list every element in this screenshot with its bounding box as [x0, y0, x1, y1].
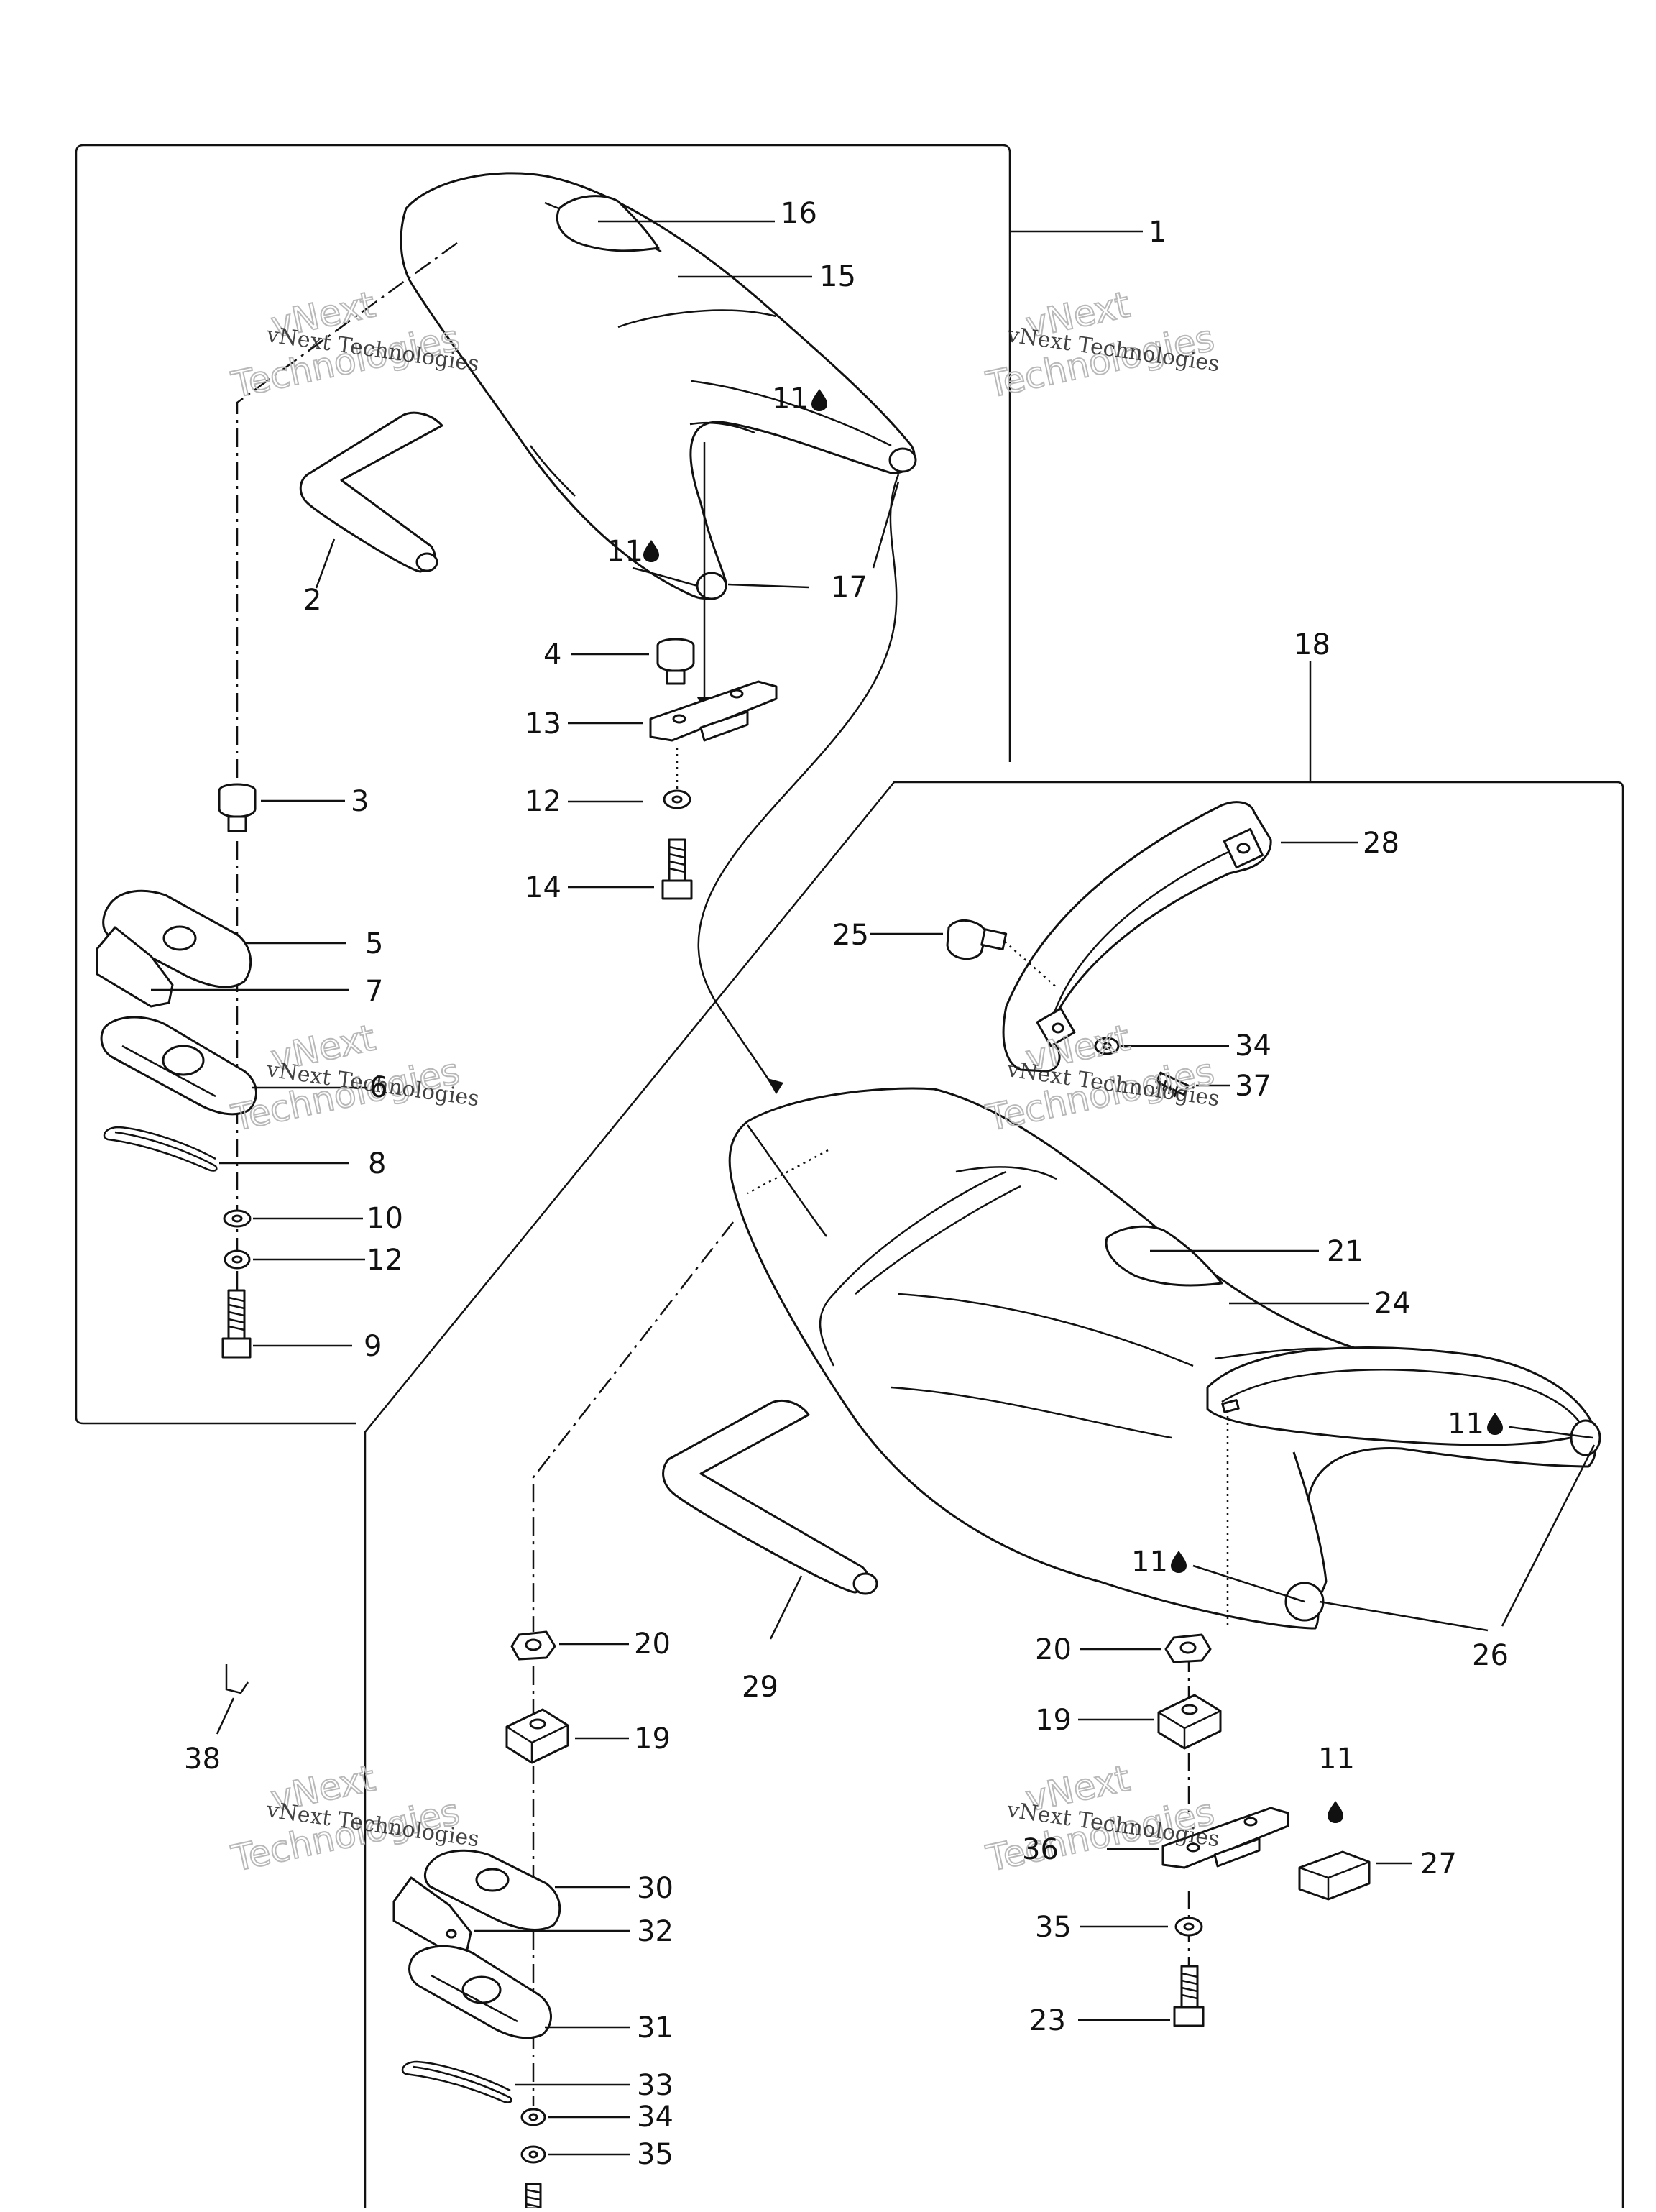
part-label-17: 17	[831, 571, 868, 604]
part-label-3: 3	[351, 785, 369, 818]
passenger-seat	[400, 172, 917, 600]
leader-29	[769, 1575, 803, 1640]
latch-base-6	[100, 1016, 257, 1116]
spring-clip-8	[103, 1126, 218, 1172]
mount-plate-36	[1162, 1807, 1289, 1869]
part-label-31: 31	[637, 2011, 673, 2045]
part-label-12-left: 12	[367, 1244, 403, 1277]
grab-handle-28	[1002, 801, 1272, 1073]
part-label-21: 21	[1327, 1235, 1363, 1268]
part-label-19-left: 19	[634, 1722, 671, 1756]
part-label-26: 26	[1472, 1639, 1509, 1672]
bolt-23	[1173, 1965, 1205, 2027]
part-label-38: 38	[184, 1743, 221, 1776]
part-label-20-right: 20	[1035, 1633, 1072, 1666]
leader-2	[315, 538, 336, 589]
block-27	[1298, 1850, 1371, 1901]
part-label-34-upper: 34	[1235, 1029, 1271, 1063]
leader-38	[216, 1697, 235, 1735]
part-label-16: 16	[781, 197, 817, 230]
part-label-34-lower: 34	[637, 2101, 673, 2134]
leader-17b	[872, 481, 900, 569]
bumper-3	[218, 783, 257, 832]
bumper-4	[656, 638, 695, 685]
part-label-35-right: 35	[1035, 1911, 1072, 1944]
part-label-12-right: 12	[525, 785, 561, 818]
part-label-20-left: 20	[634, 1628, 671, 1661]
bumper-25	[946, 919, 1008, 960]
bolt-37	[1155, 1071, 1190, 1098]
part-label-4: 4	[543, 638, 561, 671]
part-label-5: 5	[365, 927, 383, 960]
part-label-11-c: 11	[1448, 1408, 1484, 1441]
oil-drop-icon	[1328, 1801, 1343, 1823]
part-label-27: 27	[1420, 1848, 1457, 1881]
part-label-24: 24	[1374, 1287, 1411, 1320]
axis-lower-left	[532, 1221, 734, 1632]
arrow-symbol-38	[225, 1664, 249, 1694]
part-label-23: 23	[1029, 2004, 1066, 2037]
part-label-19-right: 19	[1035, 1704, 1072, 1737]
part-label-11-e: 11	[1318, 1743, 1355, 1776]
assembly-curve	[697, 474, 900, 1093]
group-frame-1	[75, 144, 1011, 1425]
group-frame-18	[364, 781, 1624, 2208]
latch-plate-30	[392, 1849, 561, 1954]
part-label-11-a: 11	[772, 382, 809, 416]
part-label-32: 32	[637, 1915, 673, 1948]
axis-upper-left	[236, 242, 458, 784]
square-nut-19-left	[505, 1708, 569, 1764]
nut-20-right	[1164, 1633, 1212, 1663]
part-label-30: 30	[637, 1872, 673, 1905]
part-label-18: 18	[1294, 628, 1330, 661]
part-label-29: 29	[742, 1671, 778, 1704]
part-label-11-b: 11	[607, 535, 643, 568]
leader-26b	[1501, 1444, 1596, 1627]
part-label-11-d: 11	[1131, 1546, 1168, 1579]
part-label-1: 1	[1149, 216, 1167, 249]
part-label-28: 28	[1363, 827, 1399, 860]
part-label-25: 25	[832, 919, 869, 952]
part-label-13: 13	[525, 707, 561, 740]
grab-bar-upper	[299, 411, 443, 573]
leader-17a	[727, 583, 810, 589]
part-label-6: 6	[369, 1071, 387, 1104]
part-label-10: 10	[367, 1202, 403, 1235]
bolt-9	[221, 1289, 252, 1359]
part-label-8: 8	[368, 1147, 386, 1180]
part-label-33: 33	[637, 2069, 673, 2102]
part-label-37: 37	[1235, 1070, 1271, 1103]
leader-11-seat-front	[1192, 1564, 1305, 1603]
grab-bar-lower	[662, 1400, 870, 1594]
spring-clip-33	[401, 2060, 512, 2103]
latch-plate-5	[96, 889, 252, 1008]
part-label-9: 9	[364, 1330, 382, 1363]
part-label-36: 36	[1022, 1833, 1059, 1866]
part-label-14: 14	[525, 871, 561, 904]
nut-20-left	[510, 1630, 556, 1661]
square-nut-19-right	[1157, 1694, 1222, 1750]
part-label-35-lower: 35	[637, 2138, 673, 2171]
leader-26a	[1319, 1600, 1489, 1632]
part-label-7: 7	[365, 975, 383, 1008]
leader-11-seat-rear	[1509, 1426, 1593, 1439]
bolt-14	[661, 838, 693, 900]
part-label-2: 2	[303, 584, 321, 617]
latch-base-31	[408, 1945, 552, 2039]
part-label-15: 15	[819, 260, 856, 293]
mount-plate-13	[649, 680, 778, 742]
bolt-stub-lower	[525, 2183, 542, 2210]
